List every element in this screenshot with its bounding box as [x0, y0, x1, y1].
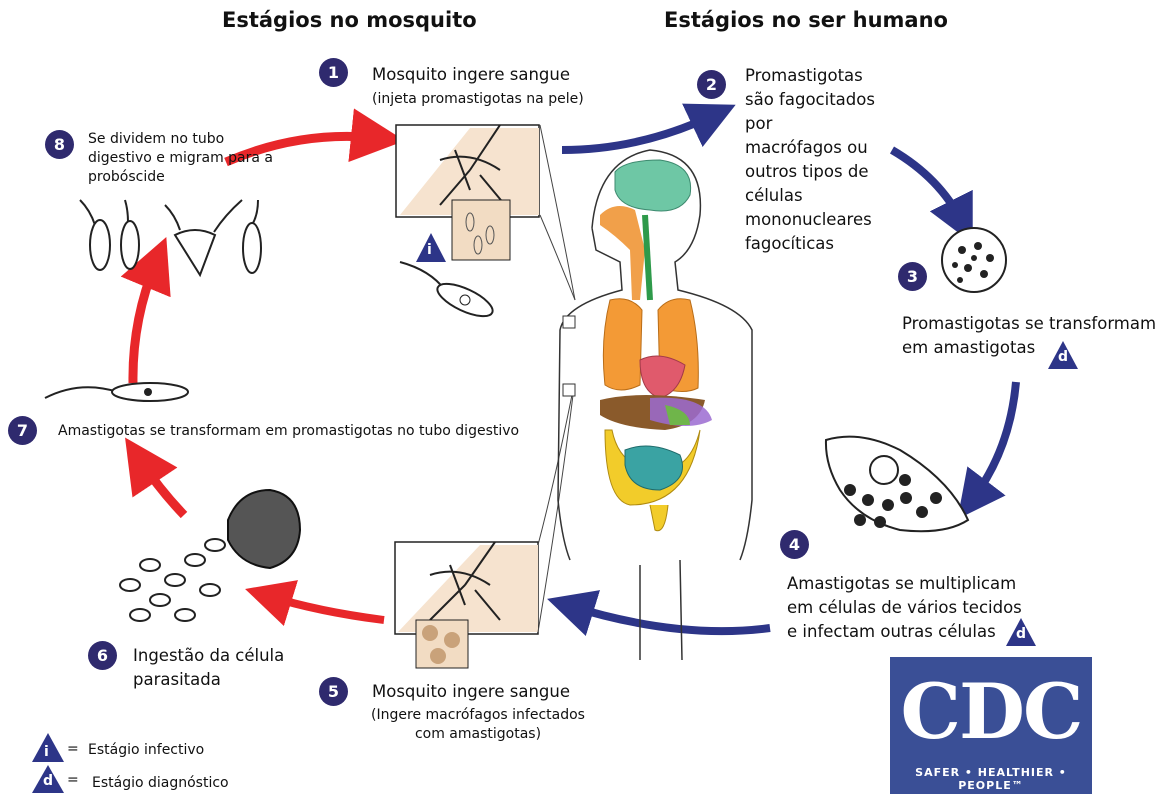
step-5-subtitle-line: (Ingere macrófagos infectados — [358, 706, 598, 725]
step-6-line: Ingestão da célula — [133, 644, 284, 668]
step-2-line: macrófagos ou — [745, 136, 875, 160]
step-4-text: Amastigotas se multiplicam em células de… — [787, 572, 1022, 644]
step-6-line: parasitada — [133, 668, 284, 692]
cdc-wordmark: CDC — [890, 667, 1092, 756]
human-body-figure — [558, 150, 752, 660]
arrow-7-to-8 — [133, 262, 156, 383]
promastigote-figure — [400, 262, 497, 323]
step-6-text: Ingestão da célula parasitada — [133, 644, 284, 692]
step-2-line: células — [745, 184, 875, 208]
step-4-line: em células de vários tecidos — [787, 596, 1022, 620]
step-7-text: Amastigotas se transformam em promastigo… — [58, 422, 519, 441]
step-8-text: Se dividem no tubo digestivo e migram pa… — [88, 130, 273, 187]
step-8-line: digestivo e migram para a — [88, 149, 273, 168]
legend-diagnostic-symbol: d — [43, 773, 53, 789]
step-2-line: por — [745, 112, 875, 136]
step-8-badge: 8 — [45, 130, 74, 159]
step-2-line: outros tipos de — [745, 160, 875, 184]
step-2-line: fagocíticas — [745, 232, 875, 256]
arrow-2-to-3 — [892, 150, 962, 222]
step-2-badge: 2 — [697, 70, 726, 99]
step-2-line: Promastigotas — [745, 64, 875, 88]
step-2-line: mononucleares — [745, 208, 875, 232]
arrow-5-to-6 — [268, 596, 384, 620]
step-1-badge: 1 — [319, 58, 348, 87]
legend-diagnostic-label: Estágio diagnóstico — [92, 774, 229, 793]
step-5-subtitle-line: com amastigotas) — [358, 725, 598, 744]
step-4-line: Amastigotas se multiplicam — [787, 572, 1022, 596]
step-1-subtitle: (injeta promastigotas na pele) — [372, 90, 584, 109]
step-5-subtitle: (Ingere macrófagos infectados com amasti… — [358, 706, 598, 744]
step-8-line: probóscide — [88, 168, 273, 187]
cdc-tagline: SAFER • HEALTHIER • PEOPLE™ — [890, 766, 1092, 792]
arrow-4-to-5 — [570, 606, 770, 631]
step-5-badge: 5 — [319, 677, 348, 706]
legend-infective-symbol: i — [44, 744, 49, 760]
dividing-promastigotes-figure — [80, 200, 261, 275]
arrow-3-to-4 — [972, 382, 1016, 500]
transforming-promastigote-figure — [45, 383, 188, 401]
infective-stage-symbol: i — [427, 242, 432, 258]
step-4-line: e infectam outras células — [787, 620, 1022, 644]
step-2-text: Promastigotas são fagocitados por macróf… — [745, 64, 875, 256]
step-3-badge: 3 — [898, 262, 927, 291]
legend-equals-infective: = — [67, 740, 79, 759]
step-3-line: em amastigotas — [902, 336, 1156, 360]
legend-infective-label: Estágio infectivo — [88, 741, 204, 760]
legend-equals-diagnostic: = — [67, 771, 79, 790]
mosquito-bite-panel-top — [396, 125, 575, 300]
arrow-6-to-7 — [140, 460, 184, 515]
step-1-title: Mosquito ingere sangue — [372, 63, 570, 87]
step-2-line: são fagocitados — [745, 88, 875, 112]
arrow-1-to-2 — [562, 115, 714, 150]
infected-macrophage-figure — [942, 228, 1006, 292]
step-7-badge: 7 — [8, 416, 37, 445]
step-6-badge: 6 — [88, 641, 117, 670]
amastigotes-in-tissue-figure — [826, 437, 968, 532]
step-5-title: Mosquito ingere sangue — [372, 680, 570, 704]
step-4-badge: 4 — [780, 530, 809, 559]
step-3-line: Promastigotas se transformam — [902, 312, 1156, 336]
step-3-text: Promastigotas se transformam em amastigo… — [902, 312, 1156, 360]
cdc-logo: CDC SAFER • HEALTHIER • PEOPLE™ — [890, 657, 1092, 794]
step-8-line: Se dividem no tubo — [88, 130, 273, 149]
